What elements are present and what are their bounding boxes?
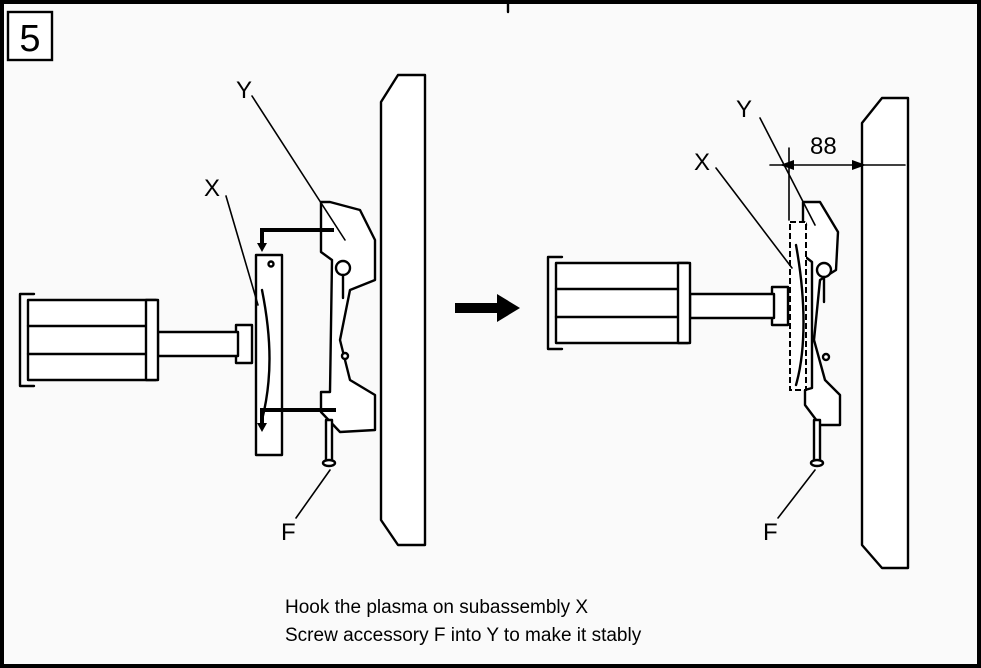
right-arm-tube	[688, 292, 776, 320]
left-assembly: Y X F	[18, 73, 427, 547]
left-plate-curve	[260, 288, 271, 422]
dimension-arrow-right	[852, 160, 866, 170]
caption-line-1: Hook the plasma on subassembly X	[285, 597, 588, 618]
left-label-F: F	[281, 519, 296, 546]
left-cylinder-cap	[144, 298, 160, 382]
direction-arrow	[455, 294, 520, 322]
left-mount-rail	[319, 200, 377, 434]
left-leader-Y	[251, 95, 346, 241]
left-hook-arrowhead-top	[257, 243, 267, 252]
left-screw-head	[321, 458, 337, 468]
left-label-X: X	[204, 175, 220, 202]
right-mount-rail	[801, 200, 842, 427]
right-cylinder-bracket	[546, 255, 564, 351]
right-rail-hole	[821, 352, 831, 362]
right-cylinder	[554, 261, 690, 345]
right-leader-Y	[759, 117, 816, 226]
dimension-arrow-left	[780, 160, 794, 170]
right-screw-F	[812, 418, 822, 464]
right-cylinder-cap	[676, 261, 692, 345]
left-screw-F	[324, 418, 334, 464]
right-screw-head	[809, 458, 825, 468]
left-rail-hole	[340, 351, 350, 361]
left-plate-hole	[267, 260, 275, 268]
left-hook-arrow-top	[260, 228, 334, 248]
right-leader-F	[777, 469, 816, 519]
left-knob	[334, 259, 352, 277]
right-label-F: F	[763, 519, 778, 546]
left-arm-tube	[156, 330, 240, 358]
left-leader-F	[295, 469, 331, 519]
right-wall-panel	[860, 96, 910, 570]
right-assembly: 88 Y X F	[546, 96, 910, 570]
left-wall-panel	[379, 73, 427, 547]
dimension-value: 88	[810, 133, 837, 160]
step-number: 5	[19, 18, 40, 60]
left-label-Y: Y	[236, 77, 252, 104]
right-knob	[815, 261, 833, 279]
left-cylinder	[26, 298, 158, 382]
right-leader-X	[715, 167, 793, 269]
caption-line-2: Screw accessory F into Y to make it stab…	[285, 625, 642, 646]
right-plate-curve	[794, 243, 805, 387]
right-label-X: X	[694, 149, 710, 176]
left-hook-arrowhead-bottom	[257, 423, 267, 432]
left-hook-arrow-bottom	[260, 408, 336, 428]
step-badge: 5	[6, 10, 54, 62]
right-label-Y: Y	[736, 96, 752, 123]
left-leader-X	[225, 195, 259, 306]
left-cylinder-bracket	[18, 292, 36, 388]
